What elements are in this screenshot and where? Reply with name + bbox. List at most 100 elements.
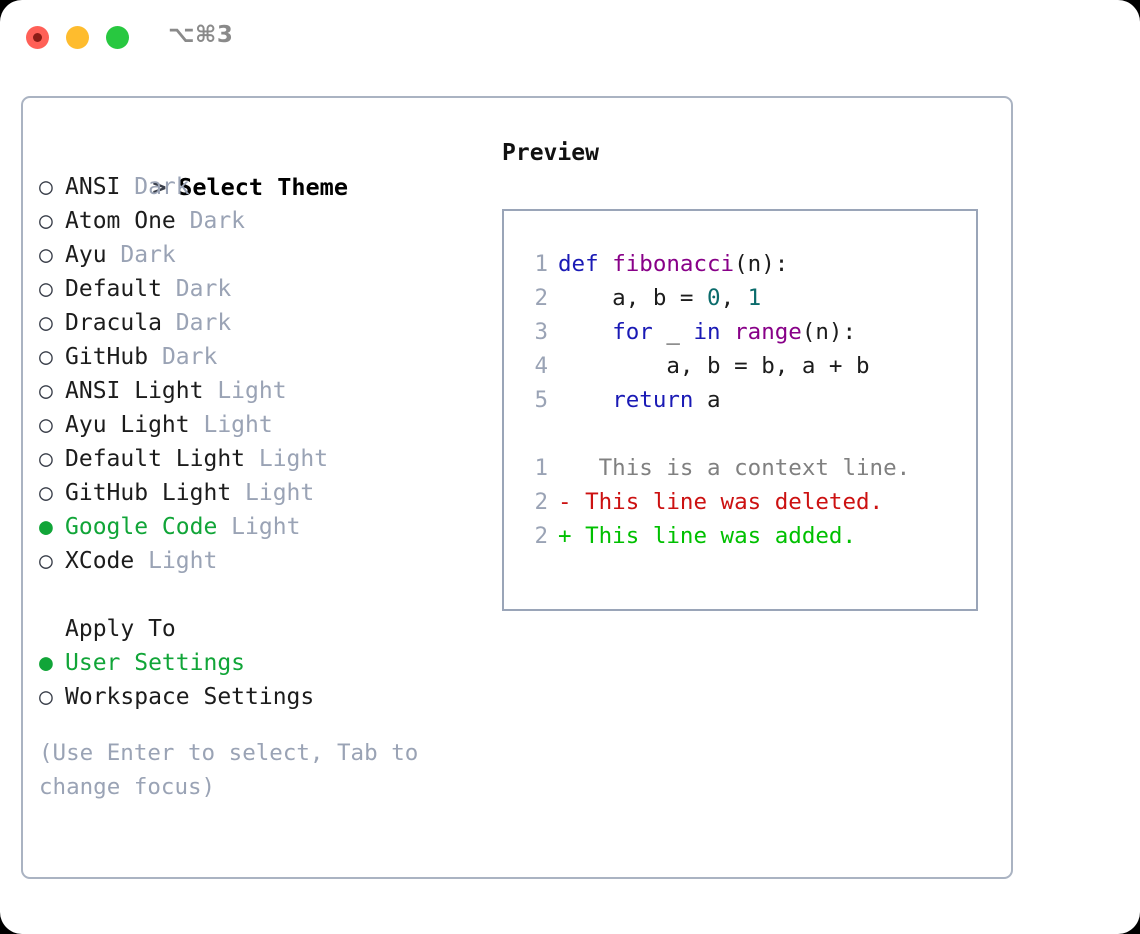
line-number: 3 bbox=[534, 319, 548, 345]
prompt-caret-icon: > bbox=[152, 173, 167, 201]
code-token: , bbox=[720, 285, 748, 311]
theme-name: ANSI bbox=[65, 174, 121, 200]
theme-list-item[interactable]: ○ Ayu Dark bbox=[39, 238, 489, 272]
code-diff-gap bbox=[504, 417, 976, 451]
theme-name: Default bbox=[65, 276, 162, 302]
theme-variant-badge: Dark bbox=[175, 208, 246, 234]
radio-unselected-icon: ○ bbox=[39, 242, 53, 268]
code-token bbox=[558, 387, 612, 413]
apply-to-item[interactable]: ●User Settings bbox=[39, 646, 489, 680]
code-token: fibonacci bbox=[612, 251, 735, 277]
code-token: in bbox=[693, 319, 721, 345]
code-token: a bbox=[693, 387, 721, 413]
theme-name: Ayu bbox=[65, 242, 107, 268]
theme-list-item[interactable]: ○ Atom One Dark bbox=[39, 204, 489, 238]
diff-line: 2- This line was deleted. bbox=[504, 485, 976, 519]
theme-variant-badge: Light bbox=[134, 548, 218, 574]
radio-unselected-icon: ○ bbox=[39, 684, 53, 710]
code-token: range bbox=[734, 319, 802, 345]
code-token: def bbox=[558, 251, 613, 277]
apply-to-item[interactable]: ○ Workspace Settings bbox=[39, 680, 489, 714]
code-line: 4 a, b = b, a + b bbox=[504, 349, 976, 383]
page-title: Select Theme bbox=[178, 173, 348, 201]
theme-variant-badge: Light bbox=[203, 378, 287, 404]
theme-name: Atom One bbox=[65, 208, 176, 234]
theme-list-item[interactable]: ○ Default Dark bbox=[39, 272, 489, 306]
theme-variant-badge: Light bbox=[189, 412, 273, 438]
radio-unselected-icon: ○ bbox=[39, 310, 53, 336]
diff-block: 1 This is a context line.2- This line wa… bbox=[504, 451, 976, 553]
theme-list-item[interactable]: ● Google Code Light bbox=[39, 510, 489, 544]
code-token: (n): bbox=[801, 319, 857, 345]
keyboard-shortcut-label: ⌥⌘3 bbox=[168, 22, 234, 48]
radio-selected-icon: ● bbox=[39, 650, 53, 676]
theme-variant-badge: Dark bbox=[161, 276, 232, 302]
theme-list-item[interactable]: ○ GitHub Dark bbox=[39, 340, 489, 374]
list-spacer bbox=[39, 578, 489, 612]
theme-list-item[interactable]: ○Ayu Light Light bbox=[39, 408, 489, 442]
diff-text: This is a context line. bbox=[571, 455, 911, 481]
line-number: 5 bbox=[534, 387, 548, 413]
theme-name: Google Code bbox=[65, 514, 218, 540]
line-number: 1 bbox=[534, 455, 548, 481]
code-token: return bbox=[612, 387, 694, 413]
theme-name: GitHub Light bbox=[65, 480, 232, 506]
code-token: 1 bbox=[747, 285, 762, 311]
code-token: for bbox=[612, 319, 653, 345]
radio-unselected-icon: ○ bbox=[39, 208, 53, 234]
theme-name: ANSI Light bbox=[65, 378, 204, 404]
diff-sign: + bbox=[558, 523, 572, 549]
diff-text: This line was added. bbox=[571, 523, 857, 549]
maximize-button[interactable] bbox=[106, 26, 129, 49]
radio-unselected-icon: ○ bbox=[39, 174, 53, 200]
code-token: _ bbox=[652, 319, 694, 345]
diff-sign bbox=[558, 455, 572, 481]
code-line: 2 a, b = 0, 1 bbox=[504, 281, 976, 315]
apply-to-name: Workspace Settings bbox=[65, 684, 315, 710]
radio-unselected-icon: ○ bbox=[39, 412, 53, 438]
line-number: 2 bbox=[534, 489, 548, 515]
theme-name: Dracula bbox=[65, 310, 162, 336]
code-token bbox=[558, 319, 612, 345]
line-number: 4 bbox=[534, 353, 548, 379]
radio-unselected-icon: ○ bbox=[39, 548, 53, 574]
theme-variant-badge: Light bbox=[217, 514, 301, 540]
theme-picker-header: > Select Theme bbox=[39, 136, 489, 201]
code-token: a, b = bbox=[558, 285, 708, 311]
theme-variant-badge: Dark bbox=[106, 242, 176, 268]
theme-variant-badge: Light bbox=[245, 446, 329, 472]
diff-line: 1 This is a context line. bbox=[504, 451, 976, 485]
line-number: 2 bbox=[534, 285, 548, 311]
minimize-button[interactable] bbox=[66, 26, 89, 49]
code-token: (n): bbox=[734, 251, 789, 277]
theme-list-item[interactable]: ○ANSI Light Light bbox=[39, 374, 489, 408]
theme-list-item[interactable]: ○Dracula Dark bbox=[39, 306, 489, 340]
diff-sign: - bbox=[558, 489, 572, 515]
theme-list-item[interactable]: ○Default Light Light bbox=[39, 442, 489, 476]
radio-unselected-icon: ○ bbox=[39, 344, 53, 370]
radio-selected-icon: ● bbox=[39, 514, 53, 540]
theme-list: ○ANSI Dark○Atom One Dark○Ayu Dark○Defaul… bbox=[39, 170, 489, 578]
apply-to-label: Apply To bbox=[65, 616, 176, 642]
radio-unselected-icon: ○ bbox=[39, 480, 53, 506]
code-line: 5 return a bbox=[504, 383, 976, 417]
theme-name: Default Light bbox=[65, 446, 246, 472]
traffic-light-buttons bbox=[26, 26, 129, 49]
line-number: 2 bbox=[534, 523, 548, 549]
main-panel: >Select Theme ○ANSI Dark○Atom One Dark○A… bbox=[21, 96, 1013, 879]
theme-list-item[interactable]: ○XCode Light bbox=[39, 544, 489, 578]
title-bar: ⌥⌘3 bbox=[0, 0, 1140, 78]
radio-unselected-icon: ○ bbox=[39, 276, 53, 302]
theme-name: GitHub bbox=[65, 344, 149, 370]
close-button[interactable] bbox=[26, 26, 49, 49]
diff-line: 2 + This line was added. bbox=[504, 519, 976, 553]
theme-list-item[interactable]: ○GitHub Light Light bbox=[39, 476, 489, 510]
preview-title: Preview bbox=[502, 140, 599, 166]
theme-list-item[interactable]: ○ANSI Dark bbox=[39, 170, 489, 204]
theme-variant-badge: Dark bbox=[148, 344, 218, 370]
